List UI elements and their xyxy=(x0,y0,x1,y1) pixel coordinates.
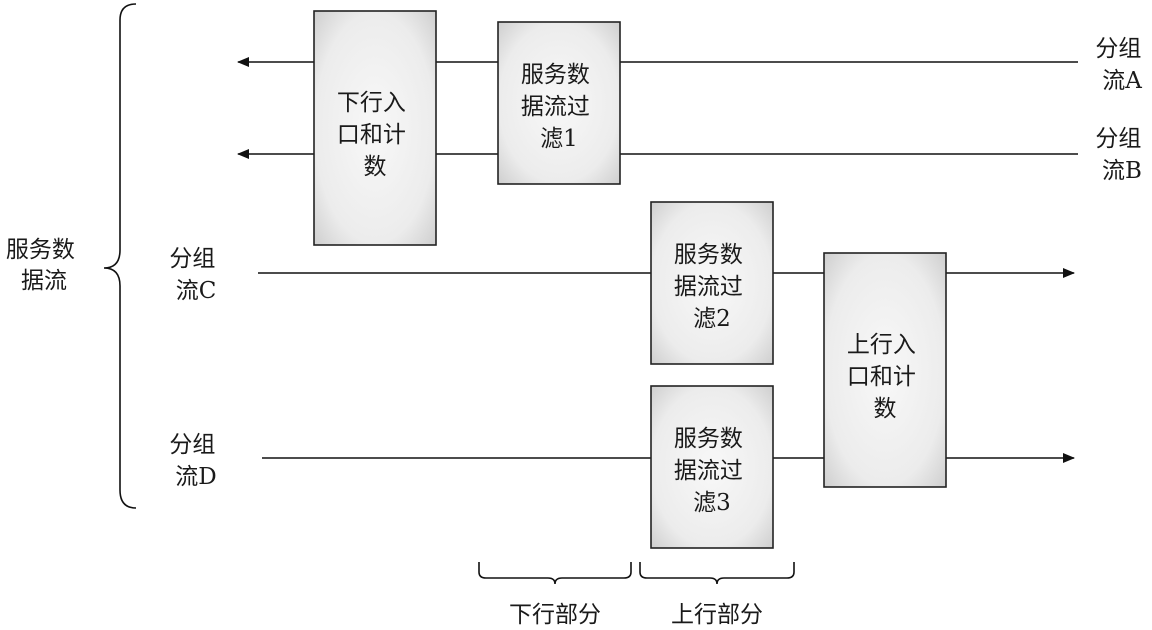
filter-2-box: 服务数 据流过 滤2 xyxy=(650,201,774,365)
down-ingress-box: 下行入 口和计 数 xyxy=(313,10,437,246)
left-label-line-1: 服务数 xyxy=(6,237,75,263)
left-label-line-2: 据流 xyxy=(21,268,67,294)
downlink-part-label: 下行部分 xyxy=(509,602,601,628)
uplink-brace xyxy=(639,562,795,585)
downlink-brace xyxy=(478,562,632,585)
svg-text:上行入 口和计 数: 上行入 口和计 数 xyxy=(847,332,923,422)
flow-c-label: 分组 流C xyxy=(169,246,222,304)
uplink-part-label: 上行部分 xyxy=(671,602,763,628)
svg-text:服务数 据流过 滤2: 服务数 据流过 滤2 xyxy=(674,242,750,332)
filter-3-box: 服务数 据流过 滤3 xyxy=(650,385,774,549)
svg-text:下行入 口和计 数: 下行入 口和计 数 xyxy=(337,90,413,180)
left-brace xyxy=(103,3,137,509)
svg-text:服务数 据流过 滤3: 服务数 据流过 滤3 xyxy=(674,426,750,516)
up-ingress-box: 上行入 口和计 数 xyxy=(823,252,947,488)
left-label: 服务数 据流 xyxy=(6,237,82,294)
flow-a-label: 分组 流A xyxy=(1095,36,1148,94)
filter-1-box: 服务数 据流过 滤1 xyxy=(497,21,621,185)
svg-text:服务数 据流过 滤1: 服务数 据流过 滤1 xyxy=(521,62,597,152)
flow-d-label: 分组 流D xyxy=(169,432,222,490)
flow-b-label: 分组 流B xyxy=(1095,126,1148,184)
